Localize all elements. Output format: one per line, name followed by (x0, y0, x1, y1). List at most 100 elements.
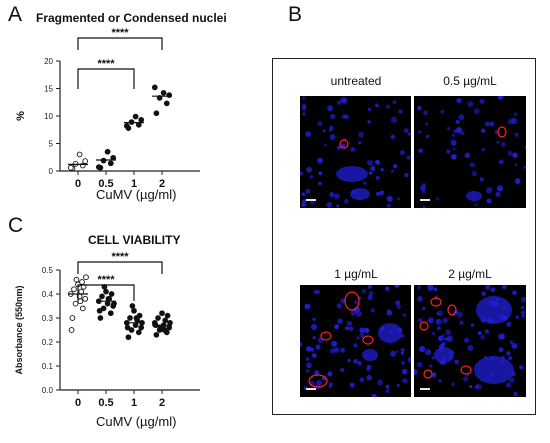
nucleus (442, 334, 446, 338)
data-point (73, 276, 80, 283)
significance-bracket (77, 261, 163, 274)
nucleus (310, 323, 318, 331)
data-point (167, 319, 173, 326)
nucleus (496, 185, 504, 192)
nucleus (302, 104, 307, 109)
data-point (153, 331, 160, 338)
nucleus (385, 389, 390, 393)
highlight-circle (344, 291, 360, 311)
nucleus (521, 305, 525, 310)
nucleus (350, 310, 356, 316)
nucleus (337, 100, 342, 105)
nucleus (499, 333, 505, 339)
nucleus (480, 334, 486, 340)
nucleus (392, 100, 397, 105)
nucleus (459, 320, 464, 325)
nucleus (302, 199, 307, 204)
nucleus (304, 304, 308, 308)
nucleus (340, 367, 345, 373)
nucleus (349, 382, 355, 388)
nucleus (464, 152, 471, 159)
nucleus (366, 367, 370, 372)
data-point (123, 123, 130, 129)
nucleus (462, 376, 469, 382)
x-tick-label: 2 (159, 178, 165, 190)
nucleus (344, 326, 349, 331)
nucleus (305, 131, 311, 137)
nucleus (329, 348, 336, 354)
nucleus (341, 143, 346, 148)
data-point (155, 315, 161, 321)
nucleus (451, 154, 457, 160)
data-point (83, 274, 89, 281)
nucleus (326, 201, 333, 208)
nucleus (417, 296, 423, 302)
y-tick-label: 0 (49, 167, 54, 176)
nucleus (520, 310, 526, 315)
nucleus (371, 393, 376, 397)
nucleus (363, 327, 370, 334)
data-point (101, 283, 108, 290)
nucleus (390, 350, 397, 357)
nucleus (418, 148, 423, 153)
nucleus (398, 109, 403, 114)
nucleus (386, 203, 392, 208)
nucleus (514, 132, 519, 137)
data-point (104, 300, 111, 307)
nucleus (467, 101, 474, 108)
nucleus (399, 150, 405, 156)
chart-c-xlabel: CuMV (µg/ml) (96, 414, 177, 429)
panel-letter-a: A (8, 3, 23, 26)
nucleus (318, 171, 323, 176)
nucleus (350, 147, 356, 152)
nucleus (403, 128, 409, 134)
nucleus (438, 379, 442, 383)
nucleus (473, 108, 480, 114)
nucleus (302, 96, 306, 100)
nucleus (451, 133, 456, 138)
y-tick-label: 0.2 (42, 338, 54, 347)
nucleus (460, 131, 465, 136)
data-point (138, 116, 145, 123)
nucleus (375, 175, 380, 181)
nucleus (329, 192, 335, 198)
data-point (133, 315, 140, 321)
nucleus (511, 342, 518, 349)
significance-label: **** (97, 274, 115, 286)
nucleus (452, 147, 456, 151)
data-point (107, 160, 114, 167)
nucleus (396, 384, 400, 387)
nucleus (447, 126, 451, 131)
nucleus (334, 324, 339, 330)
nucleus (401, 360, 406, 366)
data-point (132, 113, 139, 120)
nucleus (481, 291, 487, 297)
chart-a-title: Fragmented or Condensed nuclei (36, 11, 227, 25)
nucleus (436, 197, 440, 201)
nucleus (367, 294, 373, 301)
chart-c-title: CELL VIABILITY (88, 233, 181, 247)
significance-bracket (77, 284, 135, 301)
nucleus (513, 112, 517, 116)
nucleus (305, 188, 311, 194)
nucleus (407, 132, 411, 136)
nucleus (318, 181, 322, 185)
highlight-circle (339, 139, 349, 149)
nucleus (414, 368, 418, 376)
nucleus (309, 175, 314, 179)
data-point (164, 312, 171, 319)
nucleus (417, 130, 422, 134)
nucleus (358, 131, 364, 138)
nucleus (480, 128, 486, 133)
nucleus (422, 306, 426, 311)
data-point (132, 322, 139, 329)
nucleus (376, 191, 381, 196)
data-point (127, 315, 133, 321)
data-point (71, 286, 77, 293)
nucleus (511, 117, 518, 124)
data-point (72, 300, 79, 307)
nucleus (485, 285, 491, 291)
nucleus (501, 142, 506, 147)
nucleus (506, 321, 512, 327)
nucleus (346, 320, 353, 327)
